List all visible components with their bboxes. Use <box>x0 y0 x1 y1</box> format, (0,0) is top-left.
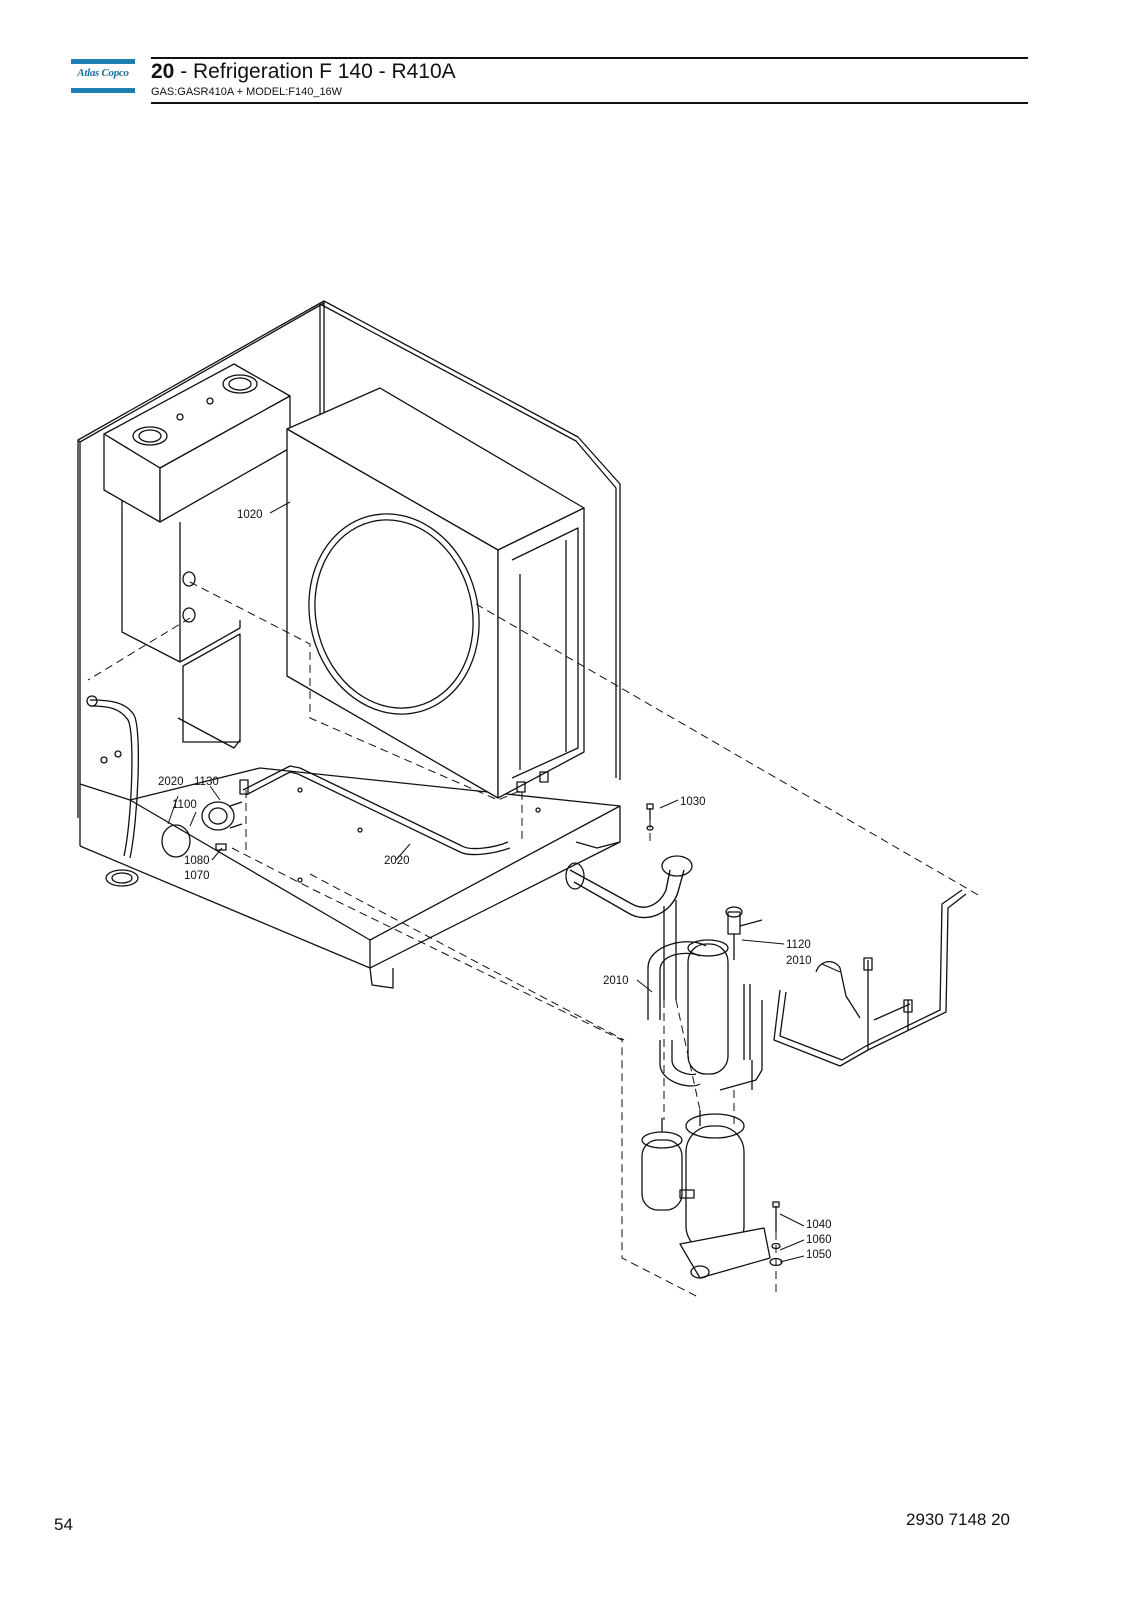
callout-1030: 1030 <box>680 796 706 808</box>
callout-1120: 1120 <box>786 939 811 951</box>
base-plate <box>129 767 621 989</box>
callout-1040: 1040 <box>806 1219 832 1231</box>
section-number: 20 <box>151 60 175 83</box>
atlas-copco-logo: Atlas Copco <box>71 59 135 95</box>
separator-vessel <box>103 363 291 749</box>
callout-labels: 1020 1030 1120 2010 2010 1040 1060 1050 … <box>158 509 832 1261</box>
callout-2020-top: 2020 <box>158 776 184 788</box>
frame-panels <box>77 300 621 969</box>
receiver-2010 <box>647 939 763 1091</box>
callout-1130: 1130 <box>194 776 219 788</box>
callout-1060: 1060 <box>806 1234 832 1246</box>
page-title: 20 - Refrigeration F 140 - R410A <box>151 60 456 84</box>
callout-1070: 1070 <box>184 870 210 882</box>
page-number: 54 <box>54 1515 73 1534</box>
expansion-valve <box>725 906 763 960</box>
logo-wordmark: Atlas Copco <box>77 67 129 79</box>
pipe-2020 <box>242 765 511 856</box>
compressor <box>641 1110 771 1279</box>
callout-2020-bottom: 2020 <box>384 855 410 867</box>
section-title: - Refrigeration F 140 - R410A <box>174 60 456 83</box>
page-subtitle: GAS:GASR410A + MODEL:F140_16W <box>151 86 343 98</box>
callout-1100: 1100 <box>172 799 197 811</box>
callout-1080: 1080 <box>184 855 210 867</box>
refrigerant-piping <box>565 855 693 1000</box>
leader-lines <box>167 501 841 1263</box>
piping-right <box>773 889 967 1067</box>
assembly-lines <box>87 581 981 1299</box>
header-rule-top <box>151 57 1028 59</box>
callout-2010-left: 2010 <box>603 975 629 987</box>
drain-pipe <box>86 695 140 887</box>
callout-1020: 1020 <box>237 509 263 521</box>
document-number: 2930 7148 20 <box>906 1510 1010 1529</box>
condenser <box>286 387 585 799</box>
fan-motor <box>161 779 249 858</box>
header-rule-bottom <box>151 102 1028 104</box>
callout-1050: 1050 <box>806 1249 832 1261</box>
callout-2010-right: 2010 <box>786 955 812 967</box>
